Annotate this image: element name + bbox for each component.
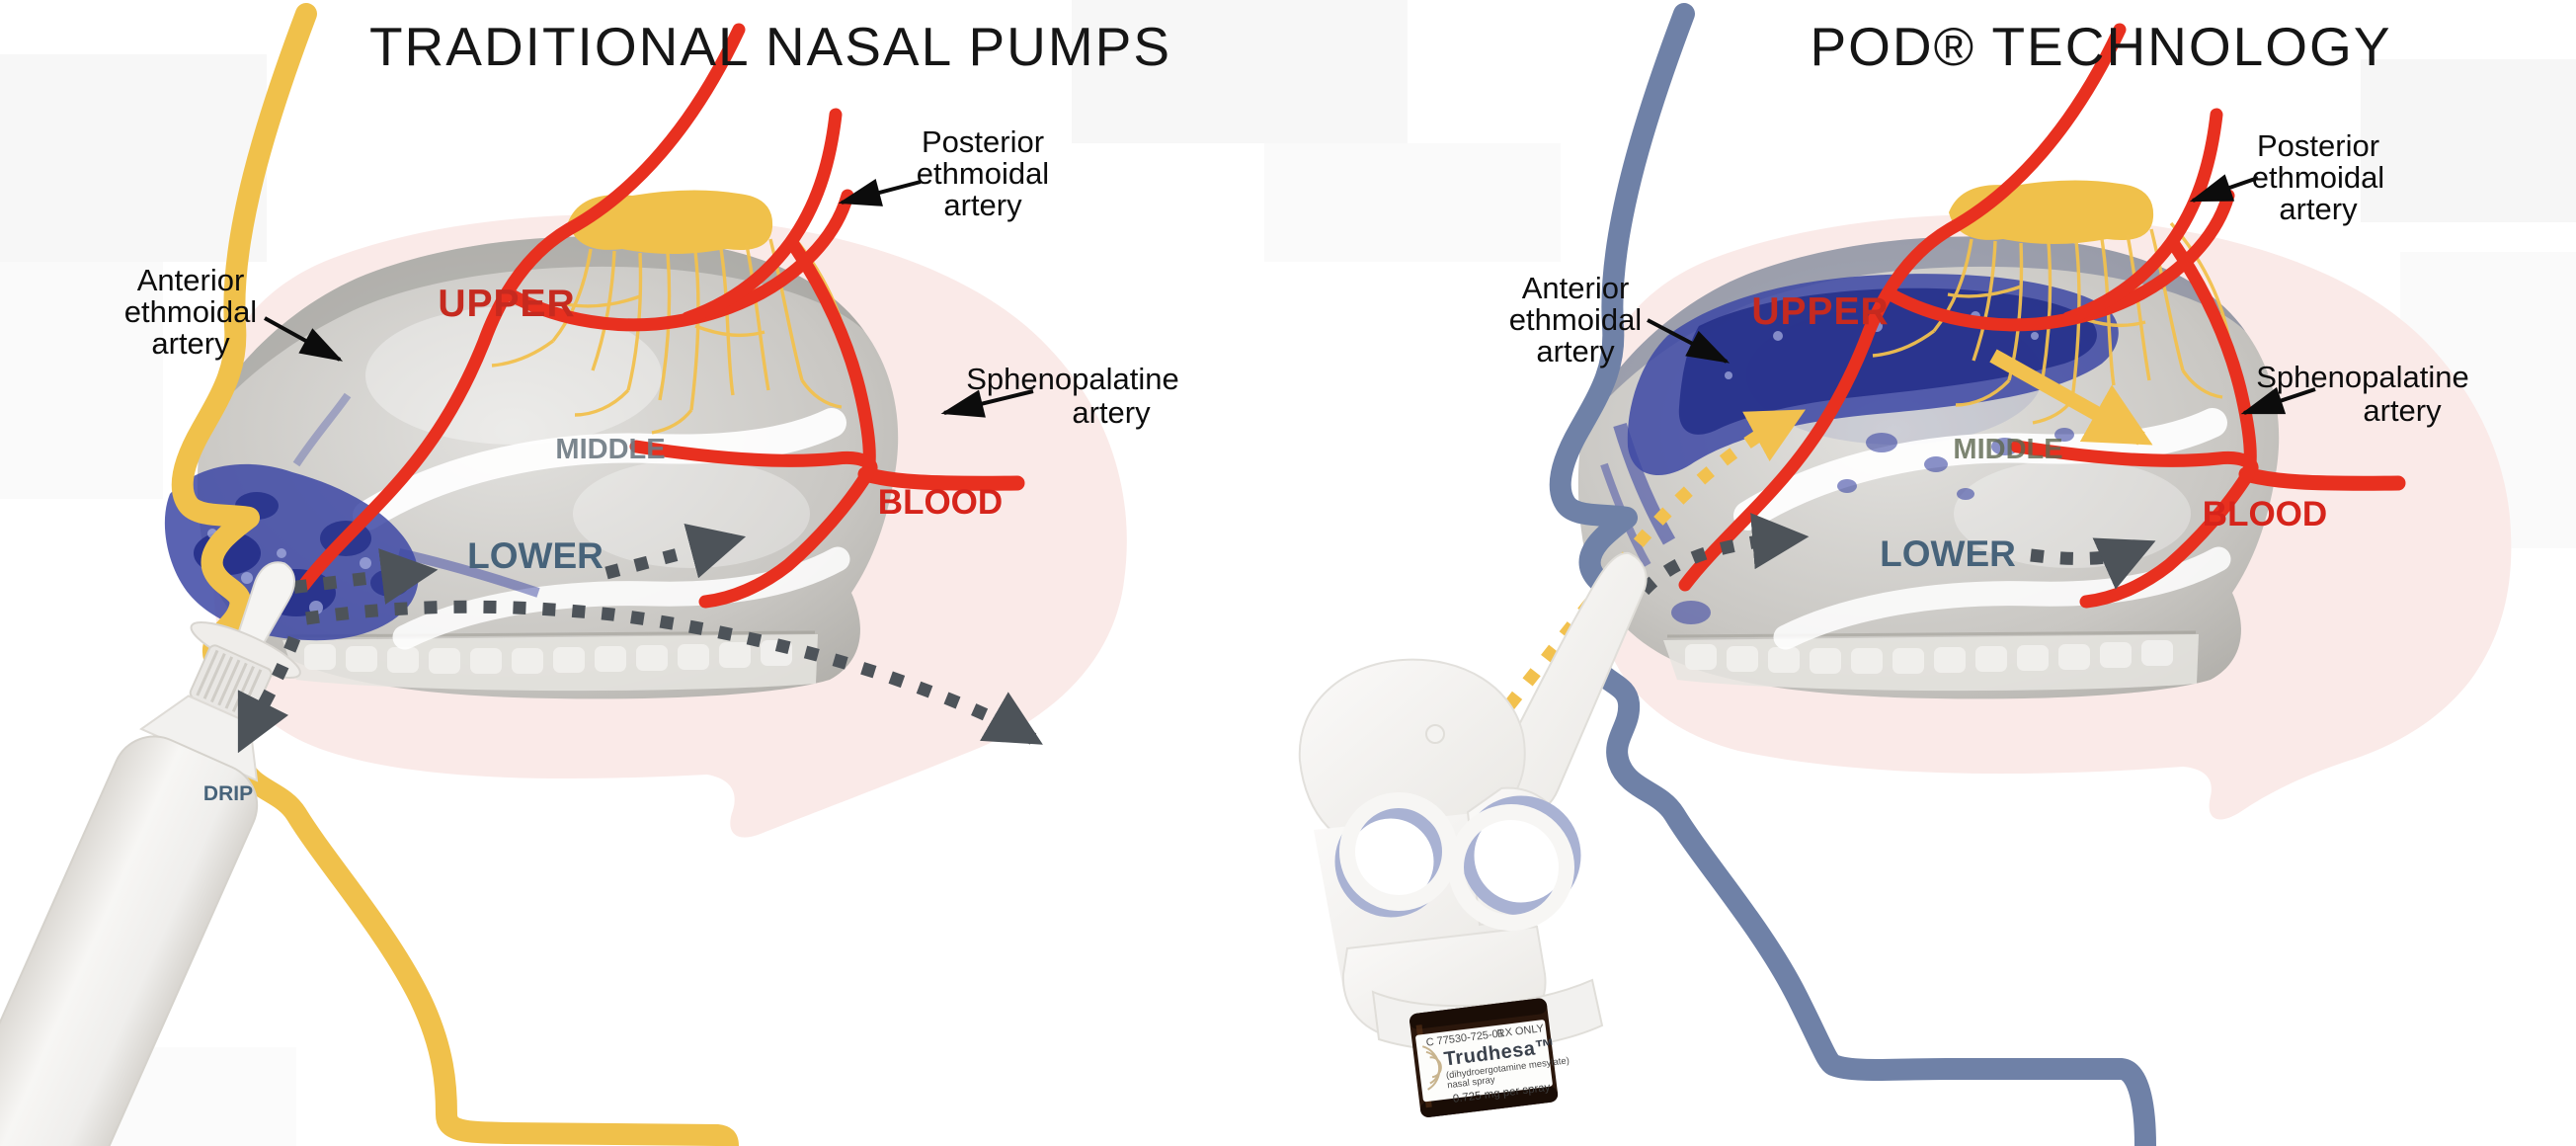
right-anterior-line2: ethmoidal — [1509, 302, 1642, 337]
left-anterior-line2: ethmoidal — [124, 294, 257, 329]
traditional-spray-bottle-icon — [0, 561, 301, 1146]
pod-device-icon: C 77530-725-01 RX ONLY Trudhesa™ (dihydr… — [1298, 551, 1648, 1117]
right-sphenopalatine-line1: Sphenopalatine — [2256, 360, 2468, 394]
right-arteries — [1678, 23, 2406, 609]
right-anterior-line1: Anterior — [1522, 271, 1630, 305]
left-anterior-arrow — [264, 316, 344, 362]
left-sphenopalatine-arrow — [940, 389, 1034, 418]
right-anterior-line3: artery — [1536, 334, 1615, 368]
left-arteries — [297, 23, 1025, 609]
left-callouts: Anterior ethmoidal artery Posterior ethm… — [124, 124, 1179, 430]
left-flow-arrows — [264, 523, 1043, 745]
right-posterior-line3: artery — [2279, 192, 2358, 226]
right-callouts: Anterior ethmoidal artery Posterior ethm… — [1509, 128, 2469, 428]
left-region-upper: UPPER — [438, 283, 575, 325]
right-posterior-arrow — [2189, 174, 2259, 203]
left-olfactory-bulb — [568, 190, 773, 254]
left-sphenopalatine-line1: Sphenopalatine — [966, 362, 1178, 396]
right-panel: UPPER MIDDLE LOWER BLOOD — [1298, 3, 2512, 1146]
left-drip-label: DRIP — [203, 782, 253, 805]
left-blood-label: BLOOD — [878, 483, 1003, 522]
right-sphenopalatine-arrow — [2240, 386, 2316, 415]
right-anterior-arrow — [1647, 318, 1731, 364]
left-anterior-line3: artery — [151, 326, 230, 361]
left-posterior-arrow — [838, 179, 922, 206]
vial-rx: RX ONLY — [1496, 1023, 1545, 1040]
left-panel: UPPER MIDDLE LOWER BLOOD — [0, 3, 1179, 1146]
left-drip-arrow — [237, 635, 301, 754]
left-posterior-line1: Posterior — [922, 124, 1044, 159]
right-region-lower: LOWER — [1880, 533, 2016, 574]
left-region-lower: LOWER — [467, 535, 604, 576]
vial-label-arcs — [1421, 1045, 1442, 1091]
left-sphenopalatine-line2: artery — [1072, 395, 1151, 430]
right-spray-arrow — [1989, 349, 2153, 446]
right-posterior-line1: Posterior — [2257, 128, 2379, 163]
right-blood-label: BLOOD — [2203, 495, 2327, 533]
trudhesa-vial: C 77530-725-01 RX ONLY Trudhesa™ (dihydr… — [1409, 998, 1570, 1117]
right-sphenopalatine-line2: artery — [2363, 393, 2442, 428]
left-region-middle: MIDDLE — [555, 434, 665, 465]
left-anterior-line1: Anterior — [137, 263, 245, 297]
vial-label — [1415, 1020, 1553, 1103]
right-region-upper: UPPER — [1751, 290, 1889, 333]
left-posterior-line2: ethmoidal — [917, 156, 1049, 191]
right-posterior-line2: ethmoidal — [2252, 160, 2384, 195]
right-region-middle: MIDDLE — [1953, 434, 2062, 465]
left-panel-title: TRADITIONAL NASAL PUMPS — [369, 16, 1171, 77]
left-posterior-line3: artery — [943, 188, 1022, 222]
right-panel-title: POD® TECHNOLOGY — [1810, 16, 2391, 77]
